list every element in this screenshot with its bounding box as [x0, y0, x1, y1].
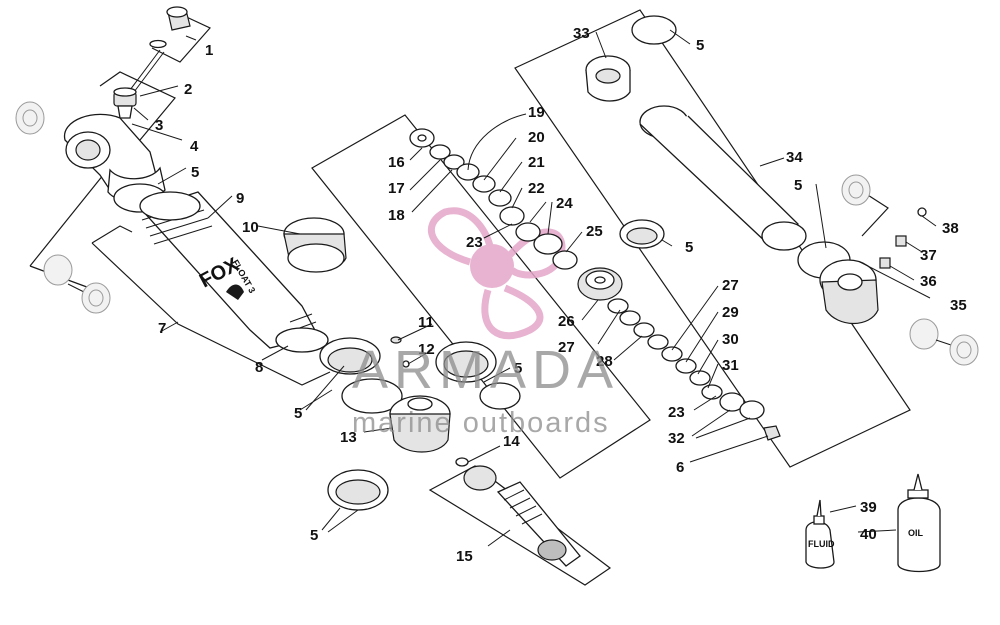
part-35-reservoir-end — [797, 241, 879, 324]
fox-tail-icon — [226, 284, 244, 300]
callout-31: 31 — [722, 357, 739, 374]
callout-numbers: 1 2 3 4 5 5 5 5 5 5 5 5 6 7 8 9 10 11 12… — [155, 25, 967, 565]
oil-label: OIL — [908, 528, 924, 538]
callout-26: 26 — [558, 313, 575, 330]
callout-20: 20 — [528, 129, 545, 146]
watermark-subtitle: marine outboards — [352, 407, 610, 439]
callout-21: 21 — [528, 154, 545, 171]
callout-35: 35 — [950, 297, 967, 314]
callout-39: 39 — [860, 499, 877, 516]
callout-3: 3 — [155, 117, 163, 134]
frame-group-2 — [99, 71, 176, 147]
callout-33: 33 — [573, 25, 590, 42]
callout-19: 19 — [528, 104, 545, 121]
callout-25: 25 — [586, 223, 603, 240]
fluid-label: FLUID — [808, 539, 835, 549]
callout-12: 12 — [418, 341, 435, 358]
group-frames — [29, 9, 911, 586]
leader-lines — [131, 29, 937, 547]
callout-4: 4 — [190, 138, 199, 155]
callout-29: 29 — [722, 304, 739, 321]
frame-group-1 — [151, 13, 211, 63]
valve-stack-upper — [409, 128, 578, 270]
callout-10: 10 — [242, 219, 259, 236]
callout-27-left: 27 — [558, 339, 575, 356]
callout-8: 8 — [255, 359, 263, 376]
part-36-37-38-valve — [879, 207, 927, 269]
callout-5-top-right: 5 — [696, 37, 704, 54]
part-11-12-pins — [390, 336, 410, 368]
part-33-cap — [585, 15, 677, 102]
ghost-bushing-right-bottom — [909, 318, 979, 366]
callout-27-right: 27 — [722, 277, 739, 294]
callout-30: 30 — [722, 331, 739, 348]
part-5-seal-stack-left — [319, 337, 403, 414]
callout-5-mid: 5 — [514, 360, 522, 377]
ghost-bushing-top-left — [15, 101, 45, 135]
callout-16: 16 — [388, 154, 405, 171]
callout-5-center: 5 — [685, 239, 693, 256]
callout-7: 7 — [158, 320, 166, 337]
part-13-piston — [389, 395, 451, 453]
callout-36: 36 — [920, 273, 937, 290]
frame-group-7 — [91, 225, 133, 244]
callout-22: 22 — [528, 180, 545, 197]
part-3-valve — [113, 87, 137, 119]
callout-18: 18 — [388, 207, 405, 224]
callout-14: 14 — [503, 433, 520, 450]
callout-9: 9 — [236, 190, 244, 207]
part-34-reservoir-tube — [639, 105, 807, 251]
frame-group-7-right — [91, 242, 331, 386]
oil-bottle-icon: OIL — [897, 473, 941, 573]
callout-23-lower: 23 — [668, 404, 685, 421]
callout-5-left: 5 — [294, 405, 302, 422]
watermark-text: ARMADA marine outboards — [352, 340, 619, 439]
callout-34: 34 — [786, 149, 803, 166]
callout-1: 1 — [205, 42, 213, 59]
callout-40: 40 — [860, 526, 877, 543]
watermark-title: ARMADA — [352, 340, 619, 400]
callout-37: 37 — [920, 247, 937, 264]
part-26-piston-center — [577, 267, 623, 301]
callout-32: 32 — [668, 430, 685, 447]
callout-11: 11 — [418, 314, 434, 331]
part-5-seal-center — [619, 219, 665, 249]
ghost-bushings-bottom-left — [43, 254, 111, 314]
callout-28: 28 — [596, 353, 613, 370]
callout-38: 38 — [942, 220, 959, 237]
part-10-band — [283, 217, 347, 273]
frame-group-34 — [514, 9, 911, 468]
callout-17: 17 — [388, 180, 405, 197]
part-15-shaft — [455, 457, 581, 567]
callout-5-reservoir: 5 — [794, 177, 802, 194]
part-8-ring — [275, 327, 329, 353]
callout-5-bottom-left: 5 — [310, 527, 318, 544]
callout-5-head: 5 — [191, 164, 199, 181]
callout-6: 6 — [676, 459, 684, 476]
callout-23-upper: 23 — [466, 234, 483, 251]
part-5-seal-mid — [435, 341, 521, 410]
frame-group-15 — [428, 465, 612, 586]
callout-24: 24 — [556, 195, 573, 212]
frame-left-leader — [29, 163, 113, 267]
part-1-cap — [123, 6, 191, 101]
callout-13: 13 — [340, 429, 357, 446]
ghost-bushing-right-top — [841, 174, 871, 206]
valve-stack-lower — [607, 298, 781, 441]
fluid-bottle-icon: FLUID — [805, 499, 835, 569]
callout-2: 2 — [184, 81, 192, 98]
part-5-seal-bottom-left — [327, 469, 389, 511]
callout-15: 15 — [456, 548, 473, 565]
